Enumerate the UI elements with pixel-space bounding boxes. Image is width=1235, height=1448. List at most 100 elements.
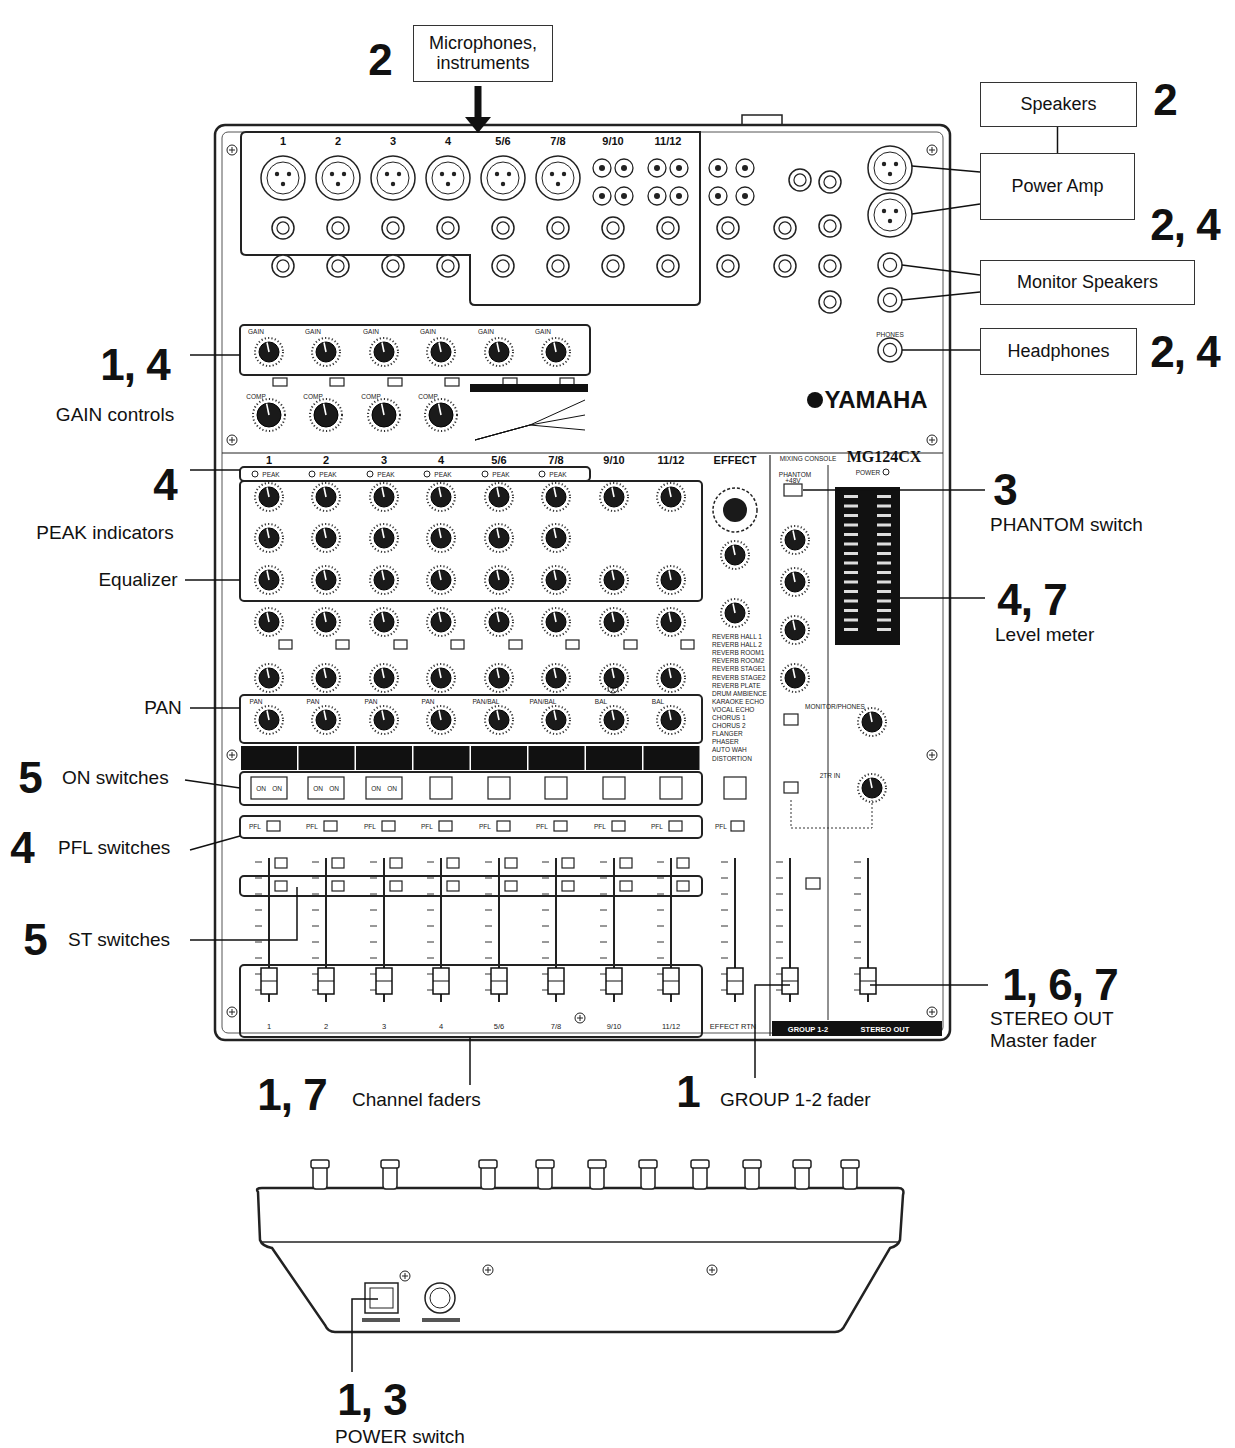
knob-body <box>661 710 681 730</box>
rear-panel-label <box>362 1318 400 1322</box>
rotary-knob <box>312 608 340 636</box>
rotary-knob <box>368 399 400 431</box>
group-switch <box>275 858 287 868</box>
jack-rim <box>547 255 569 277</box>
jack-hole <box>442 260 454 272</box>
panel-legend: 9/10 <box>602 135 623 147</box>
knob-body <box>862 712 882 732</box>
box-label: Monitor Speakers <box>1017 273 1158 293</box>
panel-legend: PFL <box>479 823 491 830</box>
rca-pin <box>654 193 660 199</box>
panel-legend: 9/10 <box>603 454 624 466</box>
on-switch <box>251 777 287 799</box>
peak-led <box>367 471 373 477</box>
fader-tick <box>854 958 861 959</box>
fader-cap-line <box>491 981 507 982</box>
knob-scale <box>485 664 513 692</box>
knob-body <box>604 612 624 632</box>
knob-profile-cap <box>479 1160 497 1168</box>
knob-pointer <box>439 343 441 353</box>
rotary-knob <box>485 706 513 734</box>
rotary-knob <box>600 706 628 734</box>
pfl-switch <box>324 821 337 831</box>
knob-scale <box>427 483 455 511</box>
knob-body <box>546 570 566 590</box>
rca-pin <box>715 193 721 199</box>
panel-outline <box>215 125 950 1040</box>
phantom-switch <box>784 484 802 496</box>
part-name: GAIN controls <box>56 404 174 426</box>
knob-body <box>316 668 336 688</box>
knob-pointer <box>497 613 499 623</box>
callout-number: 5 <box>18 753 41 803</box>
ac-adaptor-socket-inner <box>430 1288 450 1308</box>
push-button <box>566 640 579 649</box>
comp-graph-curve <box>475 400 585 440</box>
knob-scale <box>255 706 283 734</box>
fader-tick <box>542 926 549 927</box>
meter-led <box>877 505 891 508</box>
knob-scale <box>485 608 513 636</box>
on-switch <box>724 777 746 799</box>
power-switch <box>365 1283 398 1313</box>
meter-led <box>877 600 891 603</box>
knob-body <box>374 710 394 730</box>
xlr-face <box>542 162 574 194</box>
part-name: Level meter <box>995 624 1094 646</box>
knob-scale <box>542 483 570 511</box>
panel-legend: MONITOR/PHONES <box>805 703 865 710</box>
knob-scale <box>427 706 455 734</box>
fader-tick <box>542 910 549 911</box>
panel-legend: ON <box>371 785 381 792</box>
xlr-pin <box>894 162 898 166</box>
part-name: STEREO OUT Master fader <box>990 1008 1130 1052</box>
xlr-pin <box>556 182 560 186</box>
fader-cap-line <box>548 981 564 982</box>
part-name: PAN <box>144 697 182 719</box>
xlr-face <box>874 199 906 231</box>
jack-rim <box>717 255 739 277</box>
panel-legend: COMP <box>418 393 438 400</box>
fader-tick <box>657 942 664 943</box>
phone-jack <box>327 255 349 277</box>
phone-jack <box>717 255 739 277</box>
panel-legend: PFL <box>364 823 376 830</box>
knob-scale <box>255 608 283 636</box>
jack-hole <box>662 222 674 234</box>
leader-line <box>902 265 980 275</box>
rotary-knob <box>542 608 570 636</box>
st-switch <box>390 881 402 891</box>
panel-legend: 3 <box>381 454 387 466</box>
knob-scale <box>312 608 340 636</box>
knob-scale <box>858 708 886 736</box>
panel-legend: PAN <box>307 698 320 705</box>
fader-cap-line <box>782 981 798 982</box>
xlr-pin <box>452 172 456 176</box>
knob-pointer <box>439 529 441 539</box>
panel-legend: GAIN <box>535 328 551 335</box>
panel-legend: BAL <box>652 698 664 705</box>
xlr-rim <box>481 156 525 200</box>
jack-hole <box>722 260 734 272</box>
panel-legend: 1 <box>266 454 272 466</box>
screw-head <box>227 435 237 445</box>
on-row-outline <box>240 772 702 805</box>
rotary-knob <box>485 524 513 552</box>
jack-hole <box>277 260 289 272</box>
callout-number: 4 <box>153 460 176 510</box>
xlr-rim <box>261 156 305 200</box>
fader-tick <box>854 926 861 927</box>
xlr-rim <box>868 146 912 190</box>
callout-number: 2, 4 <box>1150 200 1219 250</box>
fader-cap <box>782 968 798 994</box>
jack-hole <box>277 222 289 234</box>
knob-body <box>546 668 566 688</box>
panel-screw <box>707 1265 717 1275</box>
meter-led <box>844 533 858 536</box>
knob-scale <box>657 664 685 692</box>
jack-hole <box>824 220 836 232</box>
phone-jack <box>819 215 841 237</box>
st-switch <box>562 881 574 891</box>
on-switch <box>488 777 510 799</box>
jack-hole <box>332 260 344 272</box>
